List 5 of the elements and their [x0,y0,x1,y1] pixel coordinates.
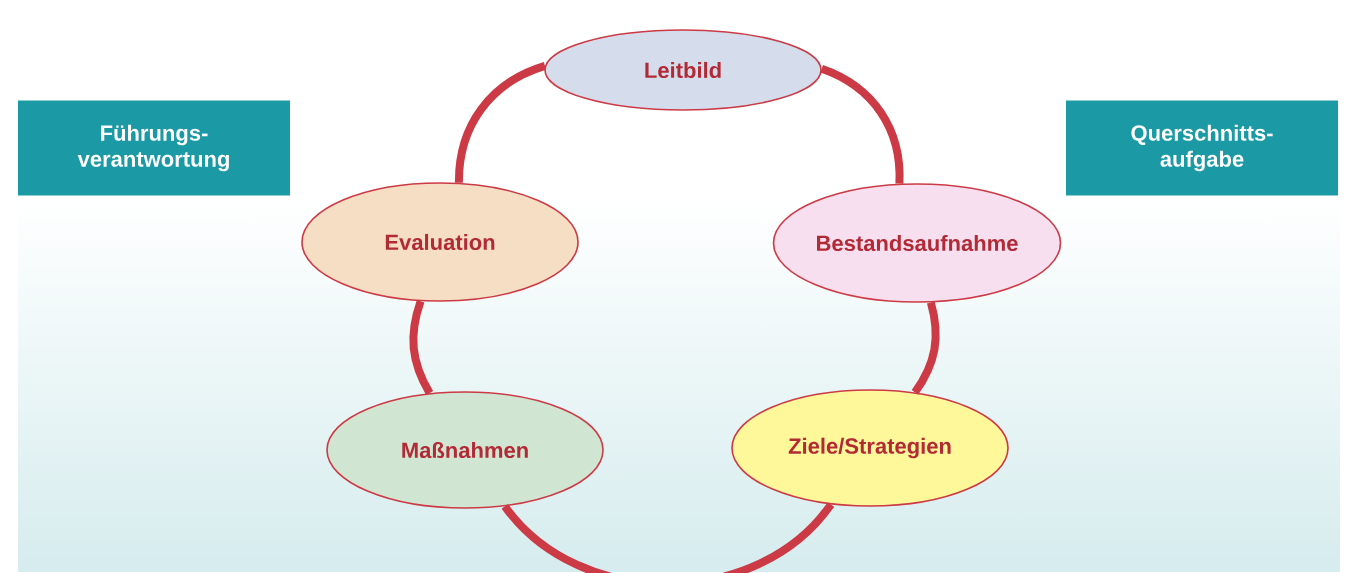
ring-segment [501,501,834,573]
label-box: Querschnitts- aufgabe [1066,100,1338,196]
label-box: Führungs- verantwortung [18,100,290,196]
ring-segment [911,301,940,395]
ring-segment [409,300,434,396]
